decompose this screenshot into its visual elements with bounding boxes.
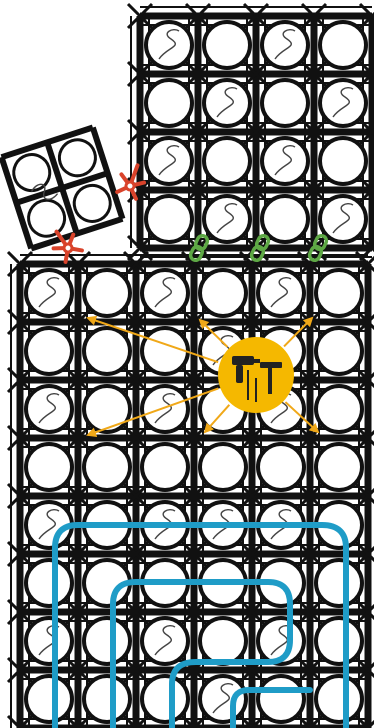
- lattice-cell: [262, 22, 308, 68]
- lattice-cell: [320, 138, 366, 184]
- lattice-cell: [316, 270, 362, 316]
- lattice-cell: [262, 80, 308, 126]
- lower-lattice-block: [8, 252, 374, 728]
- lattice-cell: [204, 22, 250, 68]
- lattice-cell: [316, 444, 362, 490]
- lattice-cell: [316, 676, 362, 722]
- lattice-cell: [258, 444, 304, 490]
- lattice-cell: [316, 386, 362, 432]
- lattice-cell: [26, 444, 72, 490]
- lattice-cell: [146, 196, 192, 242]
- lattice-cell: [320, 22, 366, 68]
- lattice-cell: [146, 22, 192, 68]
- lattice-cell: [142, 270, 188, 316]
- lattice-cell: [84, 676, 130, 722]
- lattice-cell: [84, 270, 130, 316]
- lattice-cell: [26, 328, 72, 374]
- lattice-cell: [26, 618, 72, 664]
- detached-lattice-tile: [2, 128, 123, 249]
- lattice-cell: [142, 618, 188, 664]
- lattice-cell: [200, 270, 246, 316]
- lattice-cell: [258, 270, 304, 316]
- lattice-cell: [84, 618, 130, 664]
- lattice-cell: [26, 270, 72, 316]
- lattice-cell: [84, 328, 130, 374]
- upper-lattice-block: [128, 4, 374, 260]
- lattice-cell: [200, 676, 246, 722]
- lattice-cell: [316, 618, 362, 664]
- lattice-cell: [26, 676, 72, 722]
- lattice-cell: [142, 386, 188, 432]
- lattice-cell: [320, 80, 366, 126]
- lattice-cell: [262, 196, 308, 242]
- lattice-cell: [262, 138, 308, 184]
- lattice-cell: [200, 618, 246, 664]
- lattice-cell: [84, 386, 130, 432]
- lattice-cell: [204, 138, 250, 184]
- lattice-cell: [200, 444, 246, 490]
- lattice-cell: [316, 328, 362, 374]
- lattice-cell: [84, 444, 130, 490]
- lattice-cell: [146, 80, 192, 126]
- lattice-cell: [26, 560, 72, 606]
- lattice-cell: [26, 386, 72, 432]
- lattice-cell: [258, 676, 304, 722]
- tool-hub-icon: [218, 337, 294, 413]
- lattice-cell: [316, 560, 362, 606]
- lattice-cell: [142, 444, 188, 490]
- lattice-cell: [142, 328, 188, 374]
- lattice-cell: [320, 196, 366, 242]
- lattice-cell: [146, 138, 192, 184]
- lattice-cell: [142, 676, 188, 722]
- lattice-cell: [204, 80, 250, 126]
- lattice-cell: [204, 196, 250, 242]
